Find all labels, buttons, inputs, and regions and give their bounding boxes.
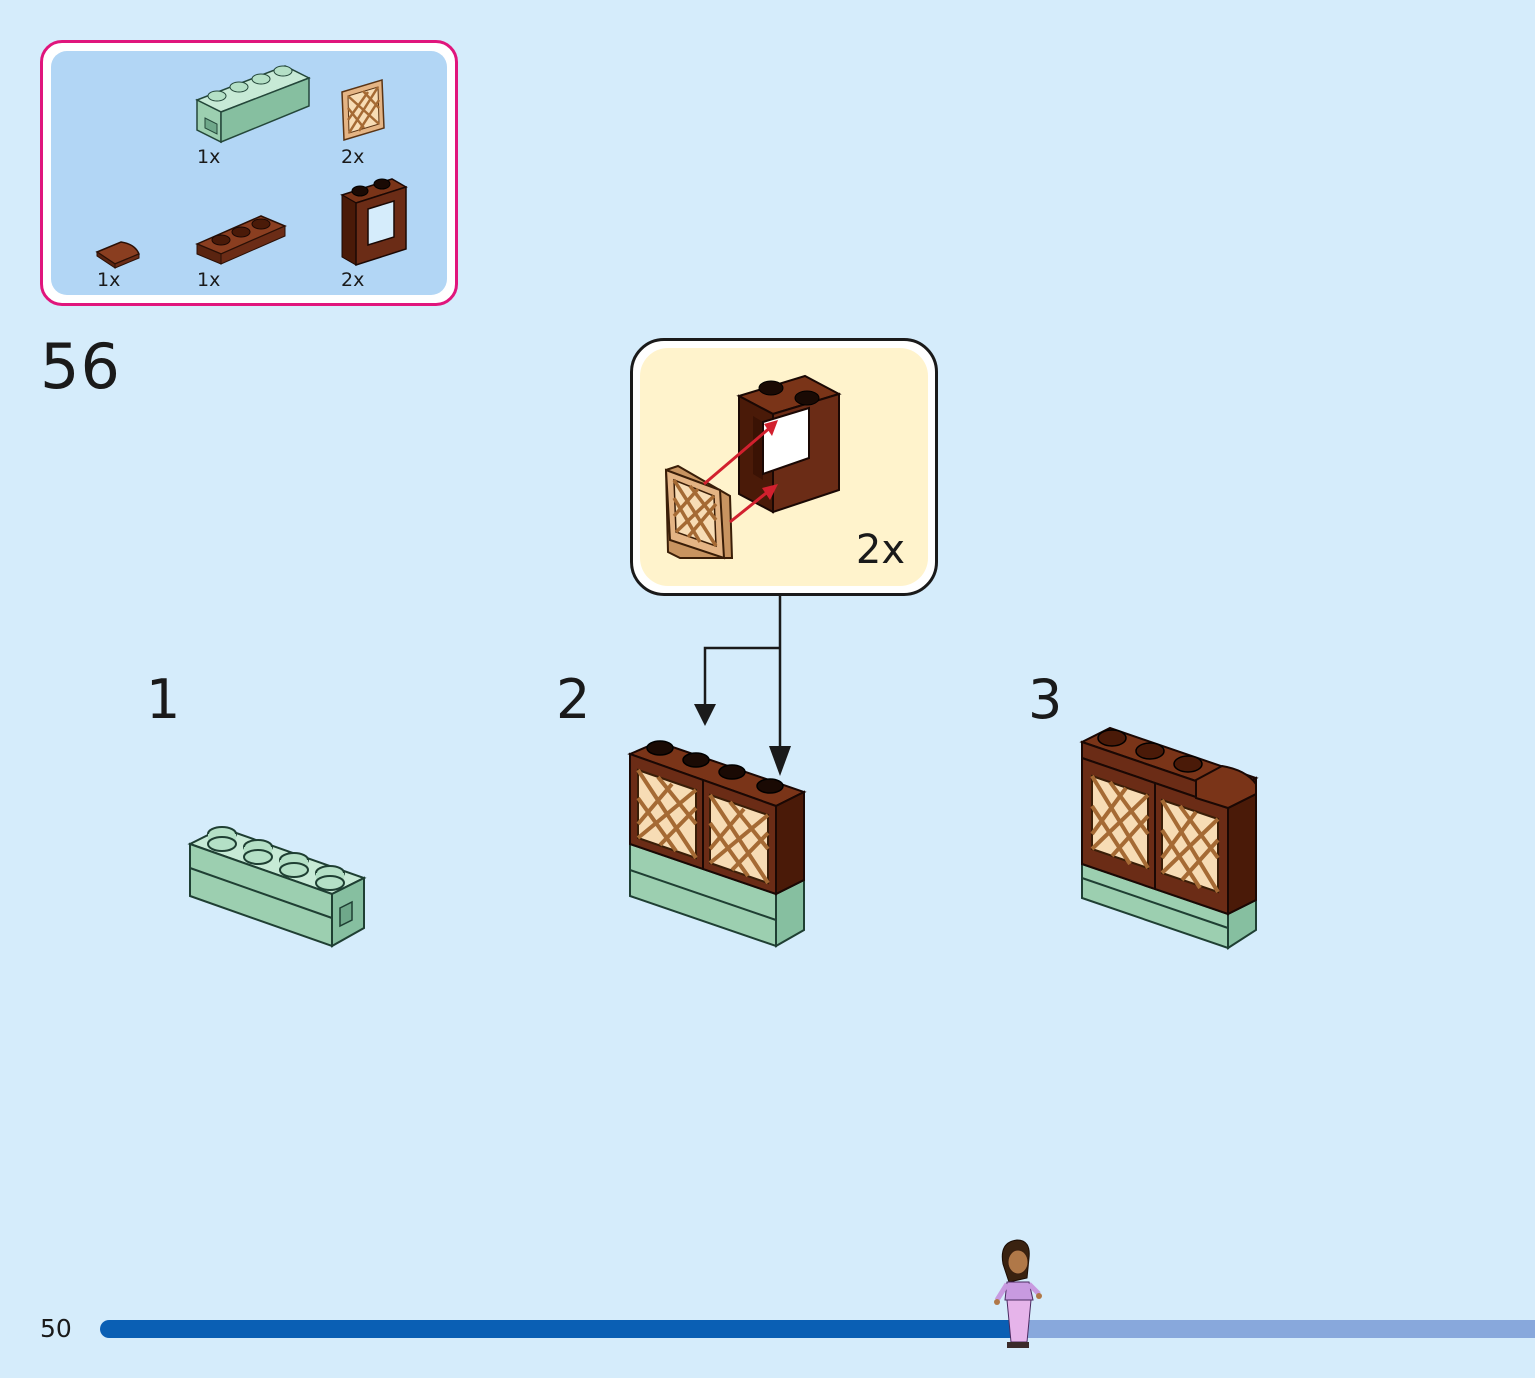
substep-1-brick-icon xyxy=(187,826,367,948)
sand-green-brick-icon xyxy=(195,65,311,144)
substep-3-assembly-icon xyxy=(1079,726,1259,950)
substep-number-3: 3 xyxy=(1028,668,1063,731)
substep-number-1: 1 xyxy=(146,668,181,731)
substep-2-assembly-icon xyxy=(627,740,807,948)
page-number: 50 xyxy=(40,1314,72,1343)
brown-window-frame-icon xyxy=(340,178,408,267)
part-qty-brick: 1x xyxy=(197,146,221,168)
callout-lattice-panel-icon xyxy=(664,464,734,560)
substep-number-2: 2 xyxy=(556,668,591,731)
callout-connector-lines xyxy=(694,596,791,776)
brown-plate-icon xyxy=(195,215,287,265)
part-qty-slope: 1x xyxy=(97,269,121,291)
progress-bar xyxy=(100,1320,1535,1338)
step-number: 56 xyxy=(40,330,121,403)
tan-lattice-panel-icon xyxy=(341,79,385,141)
part-qty-plate: 1x xyxy=(197,269,221,291)
callout-qty: 2x xyxy=(855,527,905,573)
part-qty-lattice: 2x xyxy=(341,146,365,168)
progress-fill xyxy=(100,1320,1019,1338)
callout-window-frame-icon xyxy=(736,374,842,514)
part-qty-window: 2x xyxy=(341,269,365,291)
brown-slope-tile-icon xyxy=(95,241,140,269)
minifigure-progress-icon xyxy=(994,1239,1043,1348)
insertion-arrows-icon xyxy=(703,420,778,524)
